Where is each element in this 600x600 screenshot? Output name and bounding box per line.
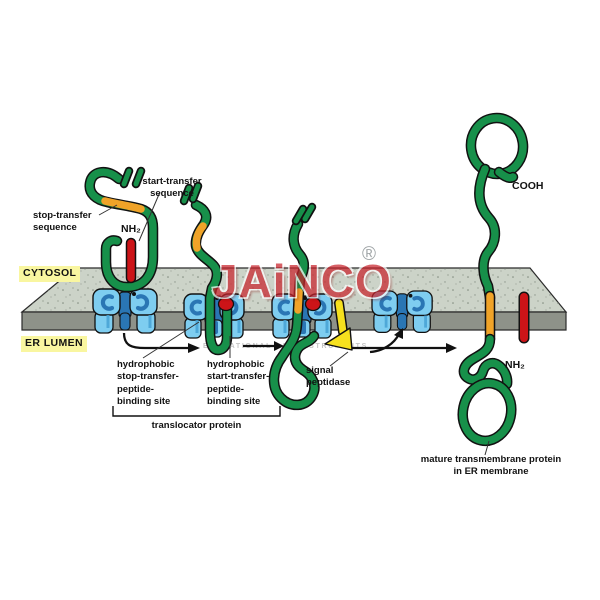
chain-break-marks-3 bbox=[291, 202, 317, 226]
leader-stop-transfer bbox=[98, 204, 118, 216]
chain-break-marks-1 bbox=[119, 166, 146, 189]
nascent-chain-2 bbox=[179, 181, 235, 356]
mature-protein-label: mature transmembrane protein in ER membr… bbox=[420, 454, 562, 478]
stage-arrow-3 bbox=[369, 333, 401, 354]
signal-peptidase-label: signal peptidase bbox=[306, 365, 351, 389]
translocator-1 bbox=[93, 289, 157, 333]
stop-transfer-orange-segment-1 bbox=[101, 197, 145, 213]
nascent-chain-1 bbox=[84, 166, 159, 293]
start-transfer-red-blob-2 bbox=[217, 296, 235, 312]
chain-break-marks-2 bbox=[179, 181, 203, 206]
stage-arrow-1 bbox=[122, 332, 188, 350]
watermark-brand: JAiNCO bbox=[212, 255, 392, 307]
mature-protein-chain bbox=[457, 112, 529, 447]
registered-trademark-icon: ® bbox=[362, 244, 376, 265]
stop-transfer-orange-segment-3 bbox=[294, 288, 303, 314]
cytosol-label: CYTOSOL bbox=[19, 266, 81, 282]
stop-transfer-sequence-label: stop-transfer sequence bbox=[33, 210, 92, 234]
er-lumen-label: ER LUMEN bbox=[21, 336, 88, 352]
hydrophobic-start-site-label: hydrophobic start-transfer- peptide- bin… bbox=[207, 359, 270, 408]
leader-signal-peptidase bbox=[329, 351, 349, 367]
leader-start-transfer bbox=[138, 191, 161, 242]
start-transfer-red-blob-3 bbox=[304, 296, 322, 312]
leader-lines bbox=[98, 191, 490, 456]
leader-mature-protein bbox=[484, 440, 490, 456]
stop-transfer-orange-segment-2 bbox=[192, 222, 207, 252]
cooh-terminus-label: COOH bbox=[512, 180, 544, 192]
nh2-mature-label: NH₂ bbox=[505, 359, 525, 371]
translocator-bracket bbox=[112, 406, 281, 417]
stage-arrows bbox=[122, 328, 457, 354]
start-transfer-sequence-label: start-transfer sequence bbox=[142, 176, 202, 200]
nh2-nascent-label: NH₂ bbox=[121, 223, 141, 235]
signal-peptidase-shape bbox=[324, 298, 353, 351]
nascent-chain-3 bbox=[268, 202, 322, 411]
hydrophobic-stop-site-label: hydrophobic stop-transfer- peptide- bind… bbox=[117, 359, 179, 408]
translocator-protein-label: translocator protein bbox=[151, 420, 242, 431]
leader-hydrophobic-stop bbox=[142, 321, 200, 359]
